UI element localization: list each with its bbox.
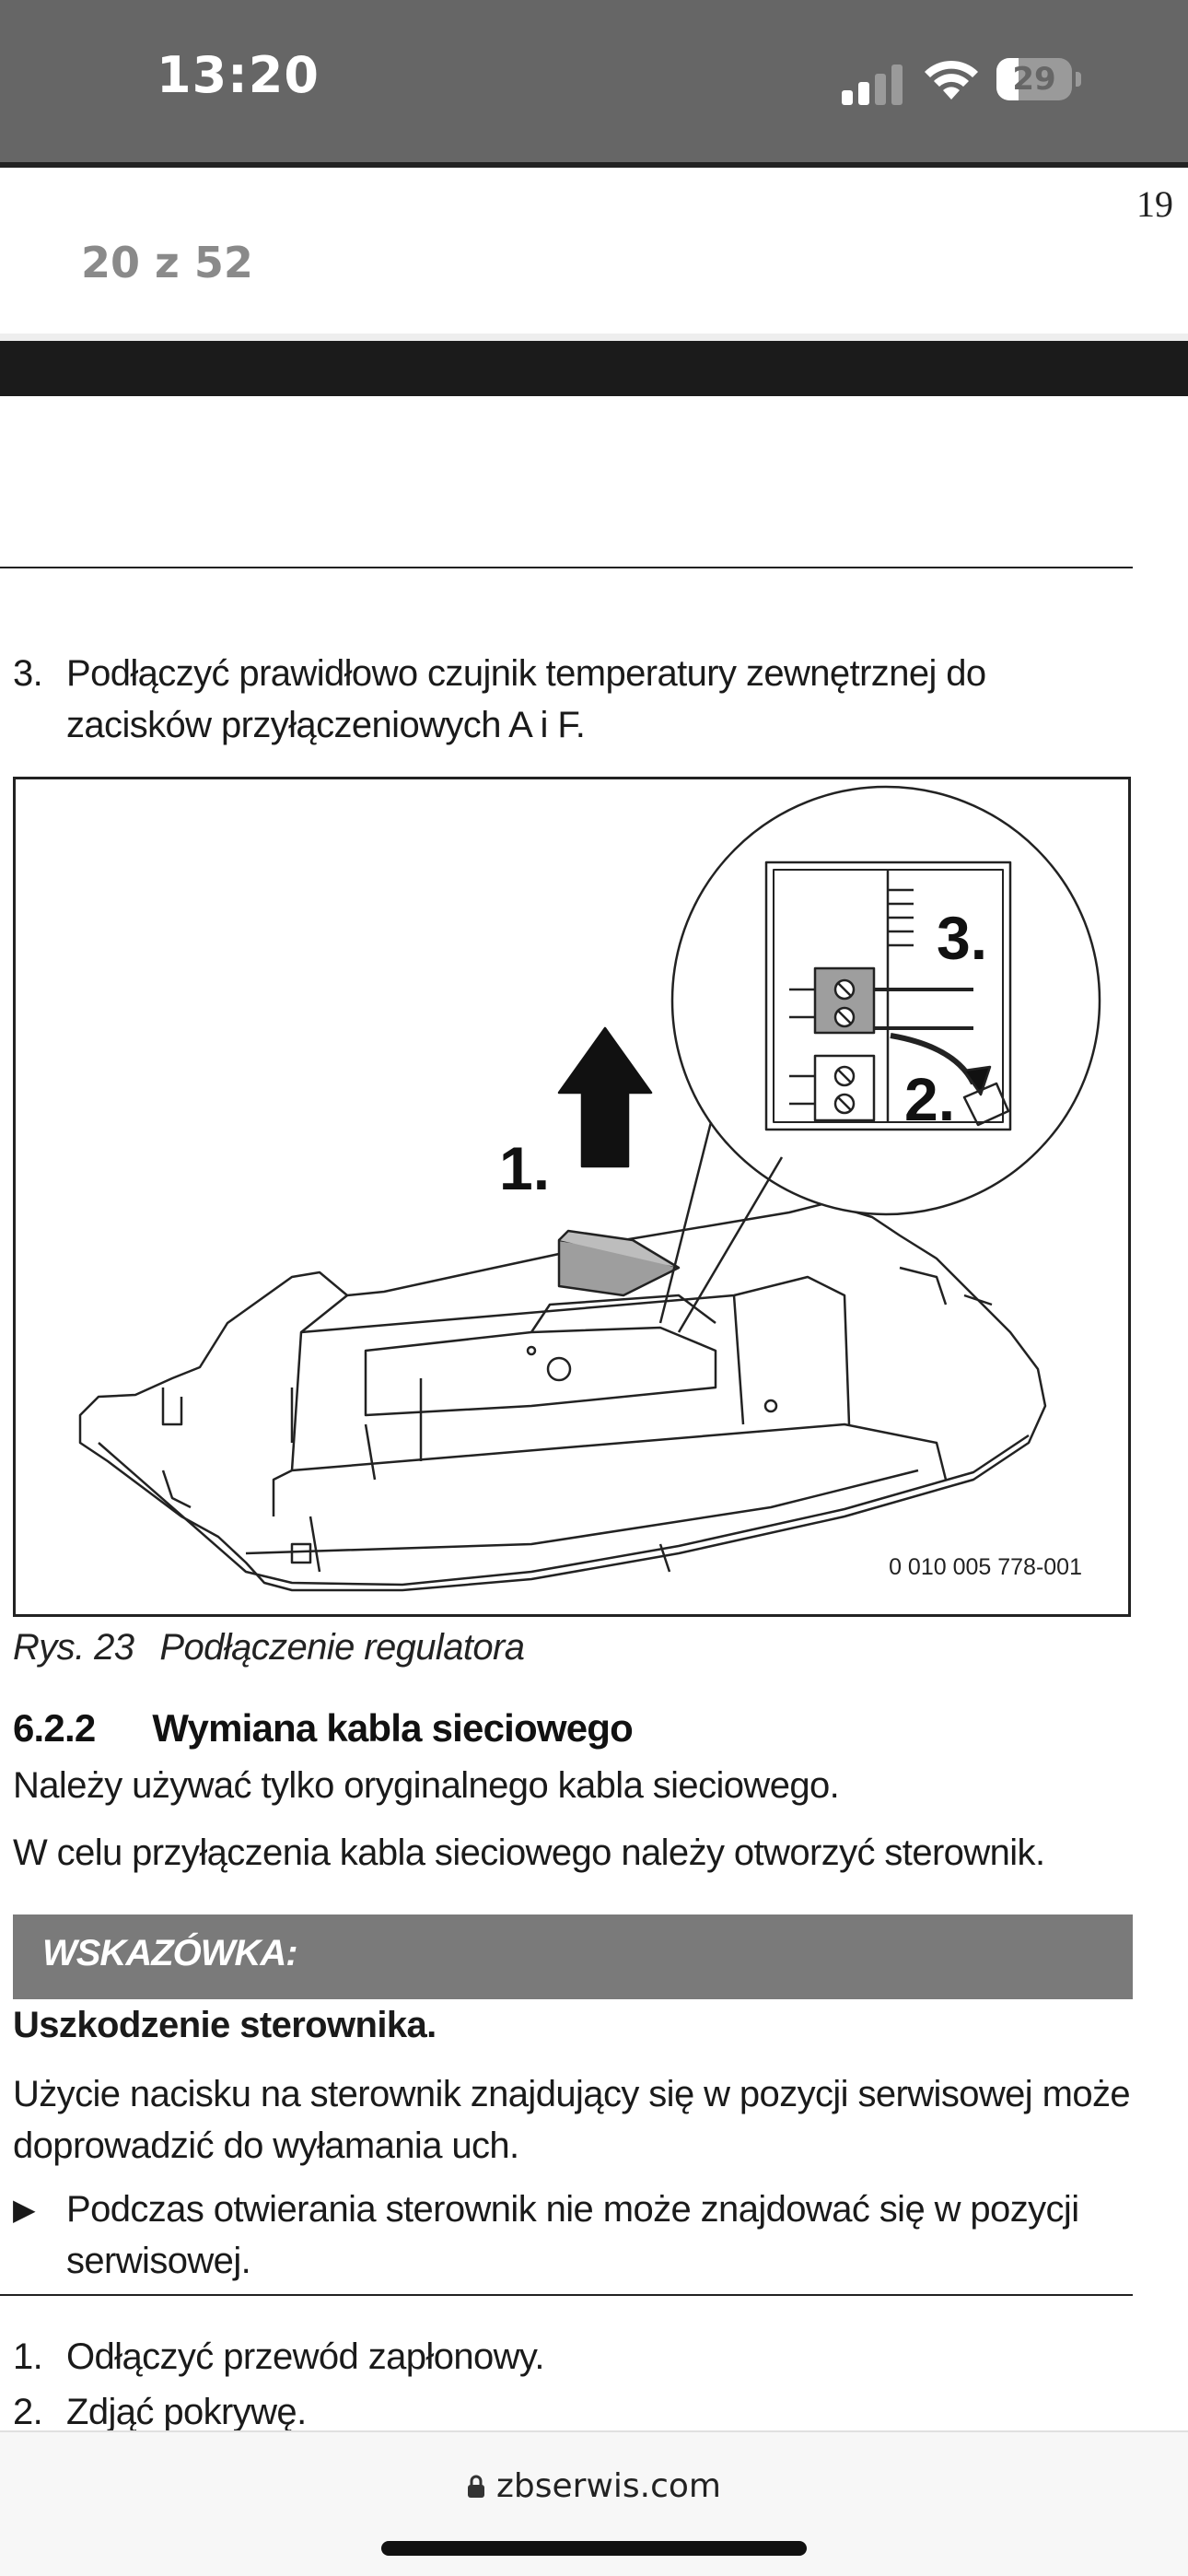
notice-end-rule bbox=[0, 2294, 1133, 2296]
page-gap bbox=[0, 334, 1188, 341]
step-number: 1. bbox=[13, 2336, 43, 2377]
action-triangle-icon: ▶ bbox=[13, 2193, 36, 2226]
paragraph-1: Należy używać tylko oryginalnego kabla s… bbox=[13, 1765, 840, 1806]
section-title: Wymiana kabla sieciowego bbox=[152, 1706, 633, 1750]
figure-regulator-connection: 3. 2. 1. 0 010 005 778-001 bbox=[13, 777, 1131, 1617]
tray-outline bbox=[78, 1201, 1047, 1592]
wifi-icon bbox=[925, 60, 978, 100]
callout-2: 2. bbox=[904, 1065, 955, 1133]
browser-bottom-bar: zbserwis.com bbox=[0, 2432, 1188, 2576]
notice-heading: Uszkodzenie sterownika. bbox=[13, 2005, 437, 2045]
callout-1: 1. bbox=[499, 1134, 550, 1202]
step-number: 3. bbox=[13, 653, 43, 694]
step-text: Odłączyć przewód zapłonowy. bbox=[66, 2336, 544, 2377]
address-bar[interactable]: zbserwis.com bbox=[0, 2467, 1188, 2505]
callout-3: 3. bbox=[937, 904, 987, 972]
header-rule bbox=[0, 567, 1133, 568]
step-text: Zdjąć pokrywę. bbox=[66, 2392, 307, 2432]
page-counter: 20 z 52 bbox=[81, 238, 253, 287]
paragraph-2: W celu przyłączenia kabla sieciowego nal… bbox=[13, 1832, 1045, 1873]
step-text: Podłączyć prawidłowo czujnik temperatury… bbox=[66, 653, 986, 745]
notice-body: Użycie nacisku na sterownik znajdujący s… bbox=[13, 2074, 1131, 2166]
pdf-page-number: 19 bbox=[1136, 183, 1173, 225]
url-text: zbserwis.com bbox=[496, 2467, 721, 2505]
caption-label: Rys. 23 bbox=[13, 1627, 134, 1668]
home-indicator[interactable] bbox=[381, 2541, 807, 2556]
battery-level-fill bbox=[996, 58, 1019, 100]
battery-percentage: 29 bbox=[1012, 61, 1056, 98]
cellular-signal-icon bbox=[842, 64, 903, 105]
figure-caption: Rys. 23 Podłączenie regulatora bbox=[13, 1627, 525, 1669]
figure-code: 0 010 005 778-001 bbox=[889, 1554, 1082, 1580]
notice-action-text: Podczas otwierania sterownik nie może zn… bbox=[66, 2189, 1079, 2281]
status-bar: 13:20 29 bbox=[0, 0, 1188, 162]
battery-cap bbox=[1076, 72, 1081, 87]
battery-icon: 29 bbox=[996, 58, 1072, 100]
status-time: 13:20 bbox=[157, 46, 320, 104]
bottom-bar-separator bbox=[0, 2430, 1188, 2432]
lock-icon bbox=[468, 2475, 484, 2498]
pdf-top-border bbox=[0, 162, 1188, 168]
notice-label: WSKAZÓWKA: bbox=[42, 1933, 298, 1973]
step-3: 3. Podłączyć prawidłowo czujnik temperat… bbox=[13, 648, 1136, 758]
notice-banner: WSKAZÓWKA: bbox=[13, 1914, 1133, 1999]
caption-title: Podłączenie regulatora bbox=[159, 1627, 525, 1668]
section-heading: 6.2.2 Wymiana kabla sieciowego bbox=[13, 1706, 634, 1751]
up-arrow bbox=[557, 1026, 653, 1168]
section-number: 6.2.2 bbox=[13, 1706, 96, 1750]
step-number: 2. bbox=[13, 2392, 43, 2432]
pdf-header-band bbox=[0, 341, 1188, 396]
notice-action: ▶ Podczas otwierania sterownik nie może … bbox=[13, 2184, 1136, 2287]
regulator-illustration: 3. 2. 1. bbox=[78, 785, 1101, 1592]
